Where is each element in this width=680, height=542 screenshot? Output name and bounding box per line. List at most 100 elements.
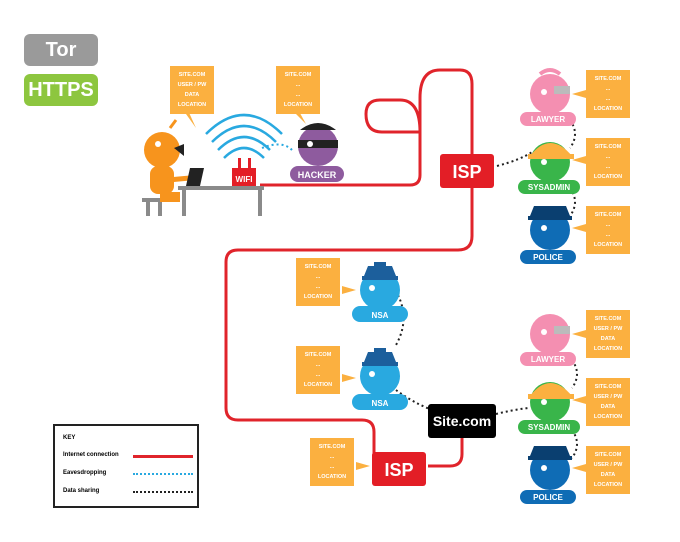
note-line: SITE.COM bbox=[595, 144, 622, 150]
note-isp-bottom: SITE.COM...... LOCATION bbox=[310, 438, 370, 486]
note-sysadmin-bottom: SITE.COM USER / PW DATA LOCATION bbox=[572, 378, 630, 426]
note-line: SITE.COM bbox=[305, 352, 332, 358]
legend-row-eavesdrop: Eavesdropping bbox=[63, 470, 195, 480]
legend-sharing-label: Data sharing bbox=[63, 488, 100, 494]
note-line: SITE.COM bbox=[595, 212, 622, 218]
note-line: LOCATION bbox=[594, 174, 622, 180]
note-nsa-bottom: SITE.COM...... LOCATION bbox=[296, 346, 356, 394]
wifi-label: WIFI bbox=[236, 175, 253, 184]
note-line: LOCATION bbox=[594, 346, 622, 352]
legend-eavesdrop-swatch bbox=[133, 473, 193, 475]
isp-bottom-box bbox=[372, 452, 426, 486]
wifi-signal-icon bbox=[205, 113, 283, 159]
user-figure bbox=[142, 119, 264, 216]
nsa-bottom-figure bbox=[352, 348, 408, 410]
police-top-label: POLICE bbox=[533, 253, 563, 262]
nsa-bottom-label: NSA bbox=[372, 399, 389, 408]
sysadmin-top-figure bbox=[518, 142, 580, 194]
note-line: DATA bbox=[601, 336, 615, 342]
site-label: Site.com bbox=[433, 413, 491, 429]
sysadmin-top-label: SYSADMIN bbox=[528, 183, 570, 192]
police-bottom-figure bbox=[520, 446, 576, 504]
note-line: SITE.COM bbox=[595, 316, 622, 322]
nsa-top-label: NSA bbox=[372, 311, 389, 320]
note-line: ... bbox=[330, 464, 335, 470]
note-line: ... bbox=[606, 164, 611, 170]
note-line: ... bbox=[316, 274, 321, 280]
legend-sharing-swatch bbox=[133, 491, 193, 493]
note-line: ... bbox=[316, 362, 321, 368]
note-line: SITE.COM bbox=[305, 264, 332, 270]
note-line: LOCATION bbox=[284, 102, 312, 108]
note-line: USER / PW bbox=[594, 462, 624, 468]
lawyer-top-label: LAWYER bbox=[531, 115, 565, 124]
note-line: ... bbox=[606, 86, 611, 92]
note-sysadmin-top: SITE.COM...... LOCATION bbox=[572, 138, 630, 186]
note-lawyer-bottom: SITE.COM USER / PW DATA LOCATION bbox=[572, 310, 630, 358]
police-top-figure bbox=[520, 206, 576, 264]
note-line: ... bbox=[606, 96, 611, 102]
note-line: ... bbox=[316, 372, 321, 378]
note-line: DATA bbox=[601, 404, 615, 410]
nsa-top-figure bbox=[352, 262, 408, 322]
note-line: ... bbox=[316, 284, 321, 290]
note-line: DATA bbox=[601, 472, 615, 478]
internet-connection-line-2 bbox=[224, 182, 474, 455]
legend: KEY Internet connection Eavesdropping Da… bbox=[53, 424, 199, 508]
internet-connection-line bbox=[260, 68, 474, 187]
note-line: LOCATION bbox=[594, 482, 622, 488]
note-line: ... bbox=[296, 92, 301, 98]
note-line: USER / PW bbox=[594, 394, 624, 400]
lawyer-bottom-figure bbox=[520, 314, 576, 366]
note-line: LOCATION bbox=[594, 242, 622, 248]
note-user: SITE.COM USER / PW DATA LOCATION bbox=[170, 66, 214, 128]
note-line: LOCATION bbox=[304, 382, 332, 388]
note-line: LOCATION bbox=[594, 414, 622, 420]
hacker-label: HACKER bbox=[298, 170, 337, 180]
note-nsa-top: SITE.COM...... LOCATION bbox=[296, 258, 356, 306]
note-line: ... bbox=[330, 454, 335, 460]
legend-row-internet: Internet connection bbox=[63, 452, 195, 462]
wifi-router-icon bbox=[232, 158, 256, 186]
note-line: LOCATION bbox=[304, 294, 332, 300]
note-hacker: SITE.COM...... LOCATION bbox=[276, 66, 320, 124]
note-police-top: SITE.COM...... LOCATION bbox=[572, 206, 630, 254]
note-line: LOCATION bbox=[318, 474, 346, 480]
legend-title: KEY bbox=[63, 435, 76, 441]
note-line: LOCATION bbox=[178, 102, 206, 108]
sysadmin-bottom-label: SYSADMIN bbox=[528, 423, 570, 432]
isp-top-label: ISP bbox=[452, 162, 481, 182]
legend-row-sharing: Data sharing bbox=[63, 488, 195, 498]
note-line: USER / PW bbox=[178, 82, 208, 88]
internet-connection-line-3 bbox=[428, 436, 464, 468]
lawyer-bottom-label: LAWYER bbox=[531, 355, 565, 364]
note-line: ... bbox=[606, 222, 611, 228]
https-toggle-button[interactable]: HTTPS bbox=[24, 74, 98, 106]
police-bottom-label: POLICE bbox=[533, 493, 563, 502]
note-line: SITE.COM bbox=[285, 72, 312, 78]
note-lawyer-top: SITE.COM...... LOCATION bbox=[572, 70, 630, 118]
isp-top-box bbox=[440, 154, 494, 188]
legend-internet-label: Internet connection bbox=[63, 452, 119, 458]
note-line: SITE.COM bbox=[595, 76, 622, 82]
note-line: SITE.COM bbox=[179, 72, 206, 78]
hacker-figure bbox=[290, 123, 344, 182]
note-line: ... bbox=[606, 232, 611, 238]
note-line: SITE.COM bbox=[319, 444, 346, 450]
note-line: DATA bbox=[185, 92, 199, 98]
note-line: ... bbox=[296, 82, 301, 88]
tor-toggle-button[interactable]: Tor bbox=[24, 34, 98, 66]
legend-internet-swatch bbox=[133, 455, 193, 458]
note-line: ... bbox=[606, 154, 611, 160]
site-box bbox=[428, 404, 496, 438]
note-line: USER / PW bbox=[594, 326, 624, 332]
note-line: SITE.COM bbox=[595, 384, 622, 390]
note-police-bottom: SITE.COM USER / PW DATA LOCATION bbox=[572, 446, 630, 494]
isp-bottom-label: ISP bbox=[384, 460, 413, 480]
note-line: LOCATION bbox=[594, 106, 622, 112]
lawyer-top-figure bbox=[520, 68, 576, 126]
note-line: SITE.COM bbox=[595, 452, 622, 458]
sysadmin-bottom-figure bbox=[518, 382, 580, 434]
